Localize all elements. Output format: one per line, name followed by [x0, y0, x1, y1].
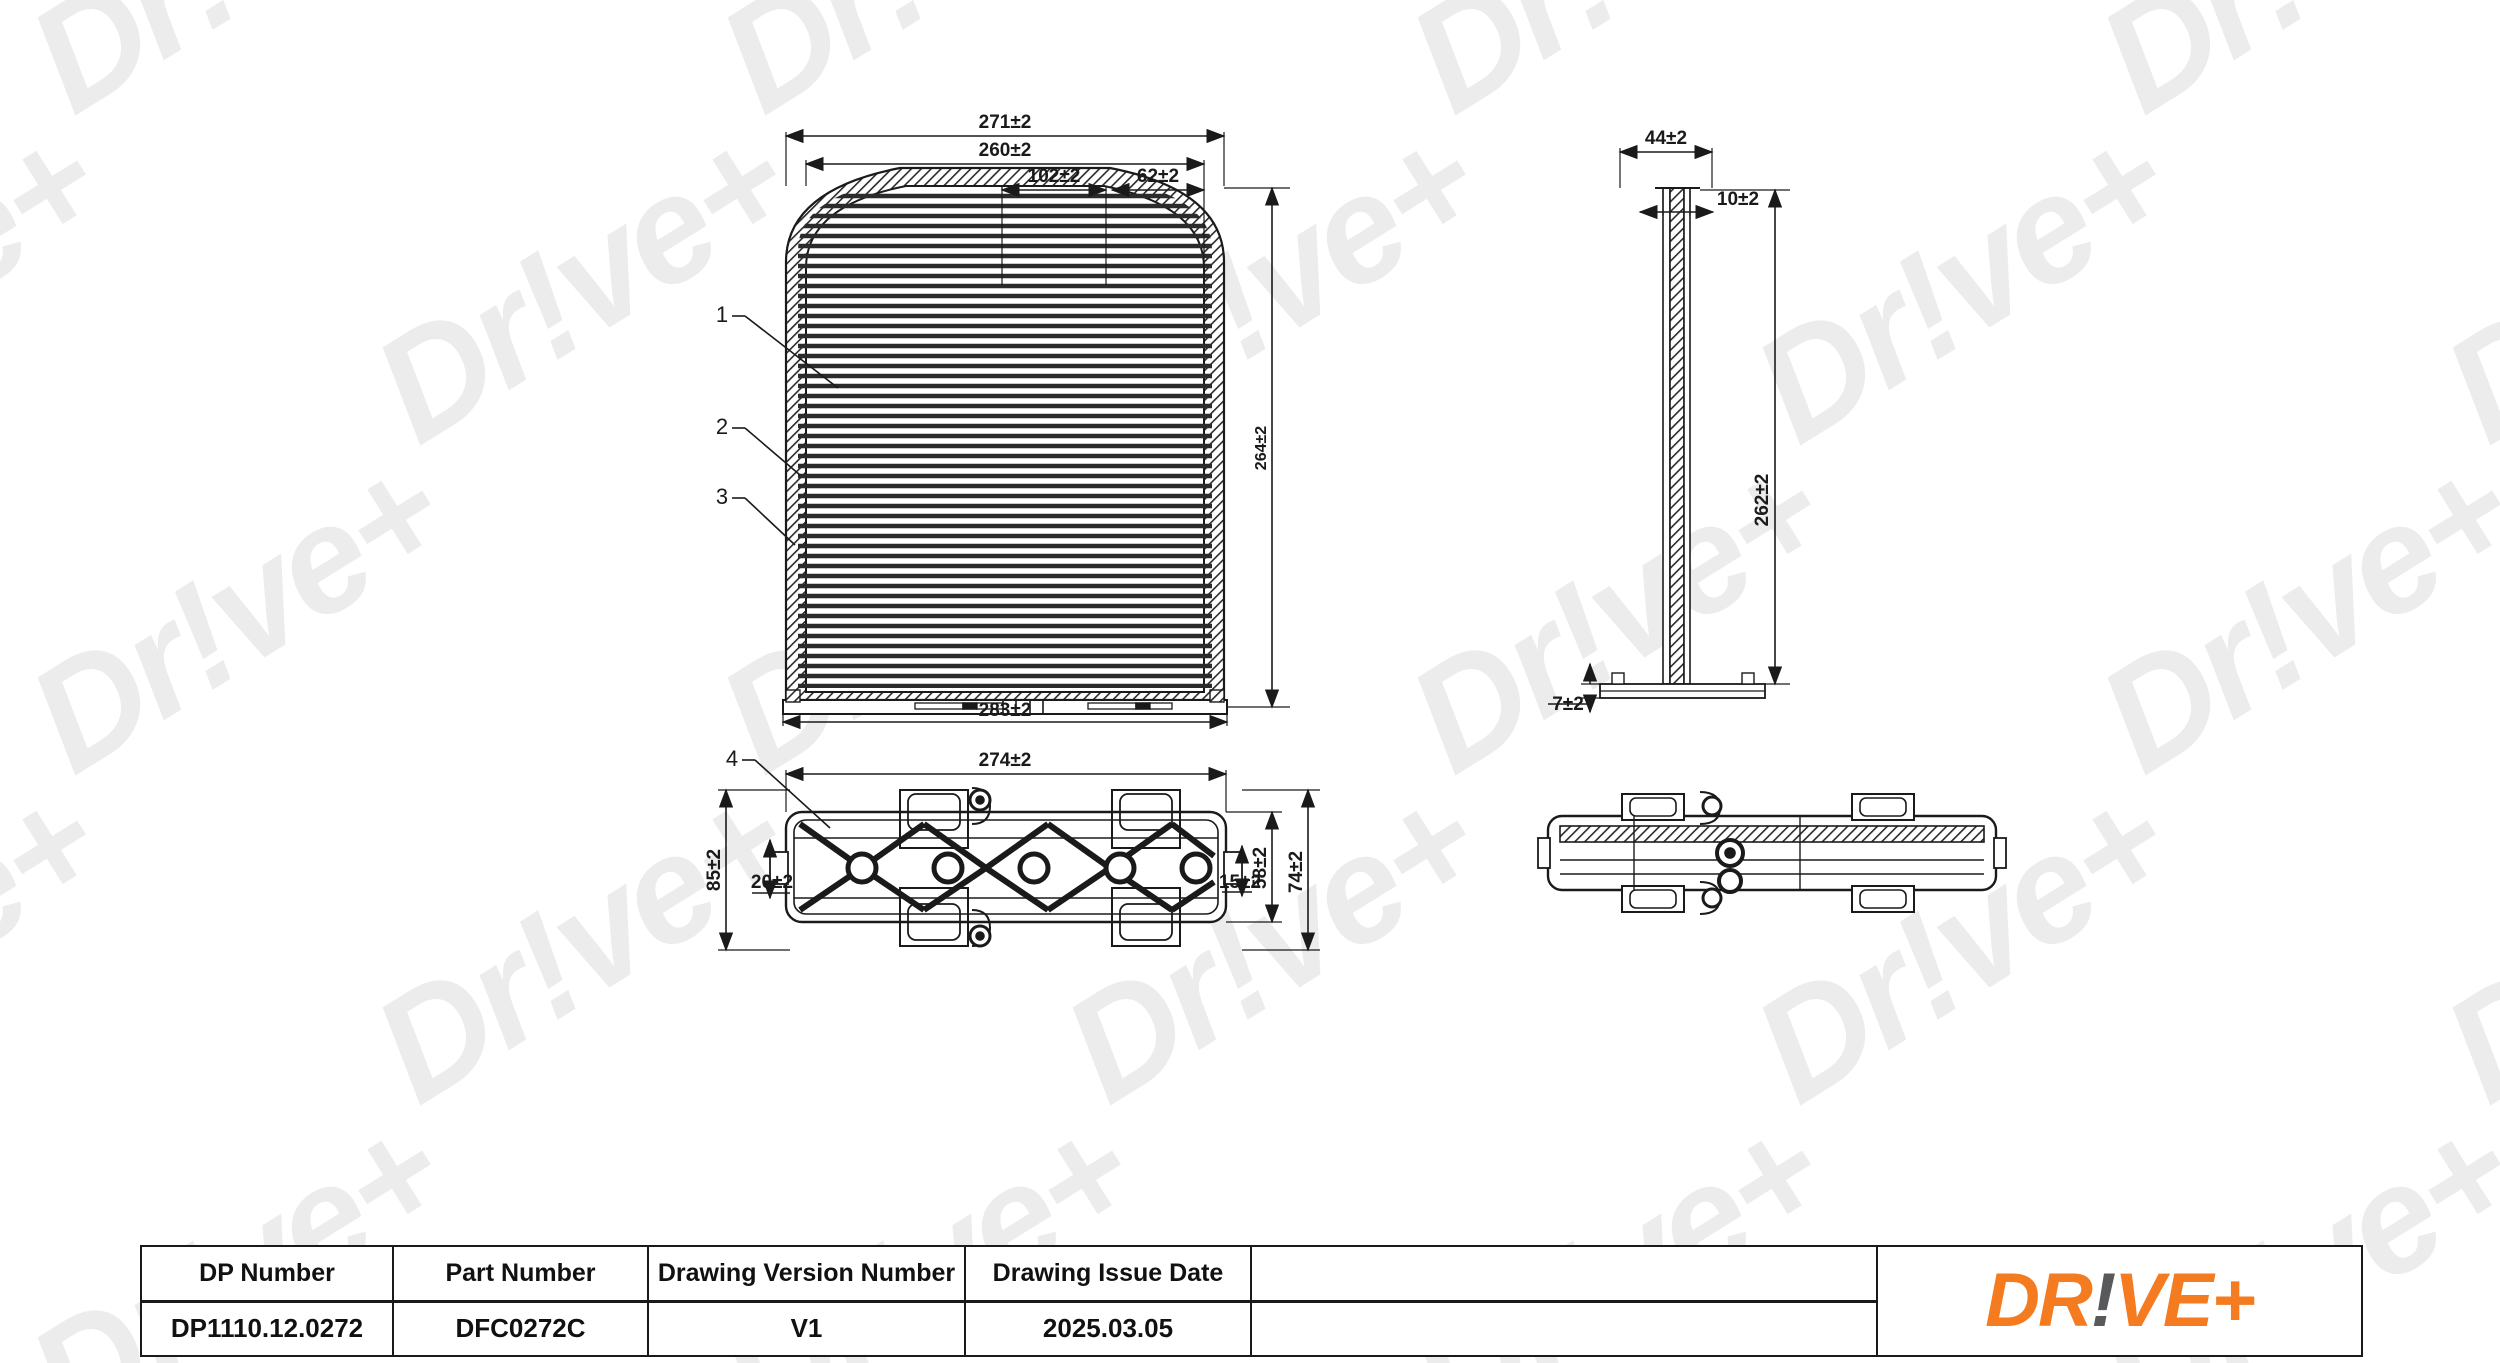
title-block: DP Number Part Number Drawing Version Nu… [140, 1245, 2363, 1357]
callout-label-3: 3 [716, 484, 728, 509]
callout-label-2: 2 [716, 414, 728, 439]
title-block-header-row: DP Number Part Number Drawing Version Nu… [142, 1247, 2361, 1303]
leader-3 [744, 497, 796, 546]
side-media-slab [1669, 187, 1685, 685]
leader-1 [744, 315, 839, 389]
value-dp-number: DP1110.12.0272 [142, 1302, 394, 1355]
dim-text-10: 10±2 [1717, 189, 1759, 210]
dim-text-260: 260±2 [979, 140, 1032, 161]
dim-text-262: 262±2 [1752, 474, 1773, 527]
logo-bang-icon: ! [2090, 1258, 2116, 1343]
dim-text-283: 283±2 [979, 700, 1032, 721]
dim-text-62: 62±2 [1137, 166, 1179, 187]
dim-text-85: 85±2 [704, 849, 725, 891]
brand-logo: DR!VE+ [1876, 1247, 2361, 1355]
dim-text-20: 20±2 [751, 872, 793, 893]
logo-suffix: VE+ [2114, 1258, 2256, 1343]
logo-prefix: DR [1985, 1258, 2093, 1343]
value-drawing-version-number: V1 [649, 1302, 966, 1355]
brand-logo-text: DR!VE+ [1985, 1263, 2256, 1339]
leader-2 [744, 427, 801, 476]
dim-text-264: 264±2 [1253, 426, 1270, 470]
value-drawing-issue-date: 2025.03.05 [966, 1302, 1252, 1355]
dim-text-44: 44±2 [1645, 128, 1687, 149]
callout-label-1: 1 [716, 302, 728, 327]
title-block-values-row: DP1110.12.0272 DFC0272C V1 2025.03.05 [142, 1302, 2361, 1355]
dim-text-58: 58±2 [1250, 847, 1271, 889]
dim-text-7: 7±2 [1552, 694, 1584, 715]
dim-text-74: 74±2 [1286, 851, 1307, 893]
dim-text-15: 15±2 [1219, 872, 1261, 893]
bottom-view-geometry [769, 787, 1243, 948]
header-part-number: Part Number [394, 1247, 649, 1300]
dim-text-274: 274±2 [979, 750, 1032, 771]
header-dp-number: DP Number [142, 1247, 394, 1300]
leader-4 [754, 759, 831, 829]
value-part-number: DFC0272C [394, 1302, 649, 1355]
dim-text-271: 271±2 [979, 112, 1032, 133]
front-pleat-lines [798, 193, 1212, 688]
bottom-right-view-geometry [1537, 791, 2007, 915]
dim-text-102: 102±2 [1028, 166, 1081, 187]
header-drawing-issue-date: Drawing Issue Date [966, 1247, 1252, 1300]
callout-label-4: 4 [726, 746, 738, 771]
header-drawing-version-number: Drawing Version Number [649, 1247, 966, 1300]
